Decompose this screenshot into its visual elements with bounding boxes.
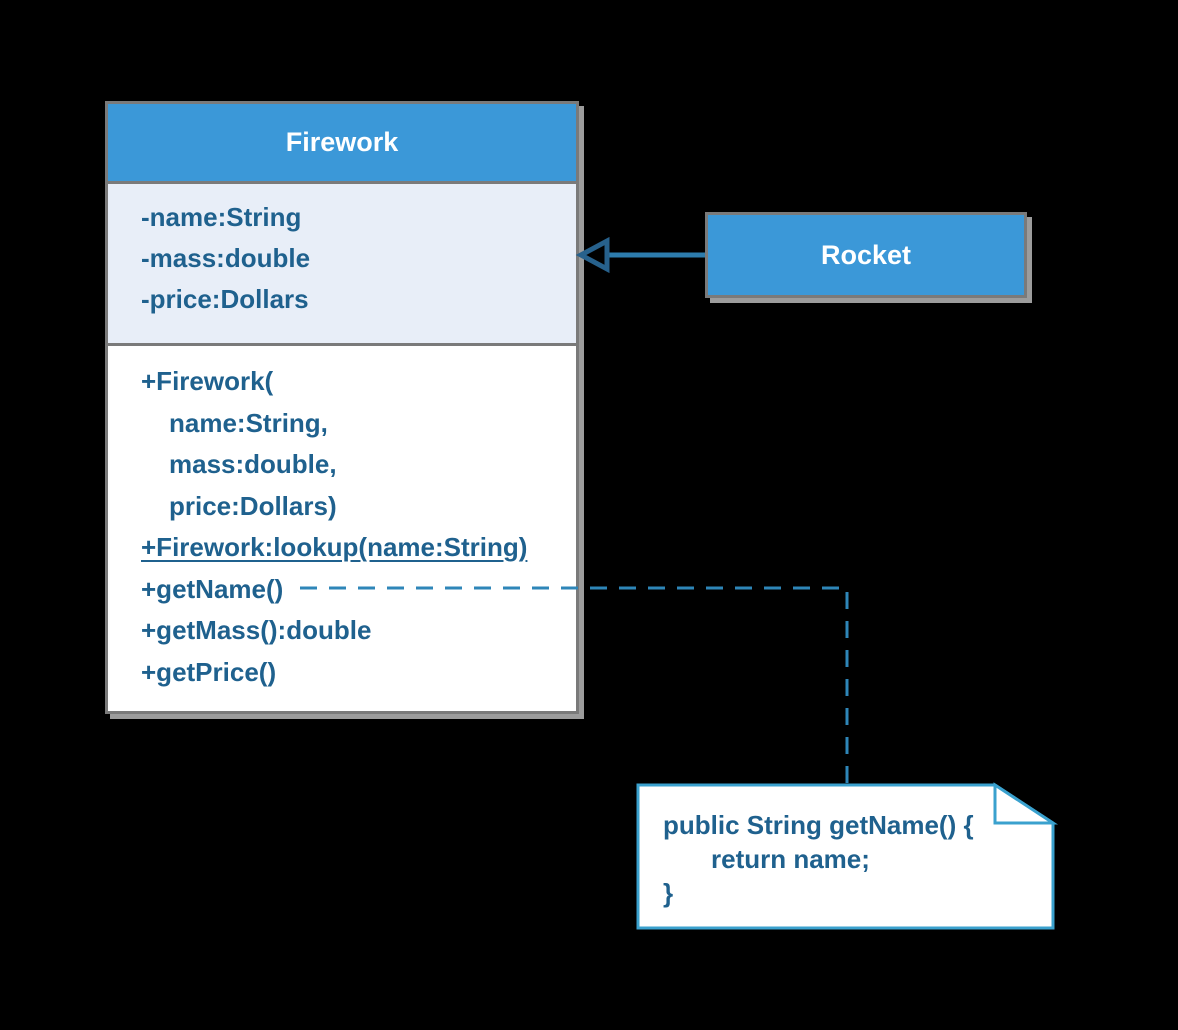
attribute-name: -name:String bbox=[141, 202, 302, 232]
firework-methods-compartment: +Firework( name:String, mass:double, pri… bbox=[108, 343, 576, 711]
class-title-firework: Firework bbox=[108, 104, 576, 181]
attribute-price: -price:Dollars bbox=[141, 284, 309, 314]
code-line-return: return name; bbox=[711, 844, 870, 874]
method-getprice: +getPrice() bbox=[141, 656, 277, 687]
firework-attributes-compartment: -name:String -mass:double -price:Dollars bbox=[108, 181, 576, 343]
dashed-polyline bbox=[300, 586, 849, 785]
method-constructor: +Firework( bbox=[141, 366, 274, 396]
method-constructor-param-name: name:String, bbox=[169, 407, 328, 438]
method-getname: +getName() bbox=[141, 573, 284, 604]
note-body bbox=[636, 783, 1055, 930]
generalization-arrow bbox=[575, 236, 705, 274]
code-note-shape bbox=[636, 782, 1059, 930]
method-getmass: +getMass():double bbox=[141, 615, 372, 645]
method-constructor-param-price: price:Dollars) bbox=[169, 490, 337, 521]
class-title-rocket: Rocket bbox=[708, 215, 1024, 295]
code-note-text: public String getName() { return name; } bbox=[663, 808, 974, 910]
open-triangle-arrowhead-icon bbox=[575, 236, 610, 274]
method-lookup-static: +Firework:lookup(name:String) bbox=[141, 532, 528, 562]
note-fold-corner-icon bbox=[993, 782, 1059, 825]
code-line-closing-brace: } bbox=[663, 878, 674, 908]
code-line-signature: public String getName() { bbox=[663, 810, 974, 840]
class-box-firework: Firework -name:String -mass:double -pric… bbox=[105, 101, 579, 714]
note-anchor-dashed-line bbox=[300, 586, 849, 785]
method-constructor-param-mass: mass:double, bbox=[169, 449, 337, 479]
attribute-mass: -mass:double bbox=[141, 243, 311, 273]
class-box-rocket: Rocket bbox=[705, 212, 1027, 298]
